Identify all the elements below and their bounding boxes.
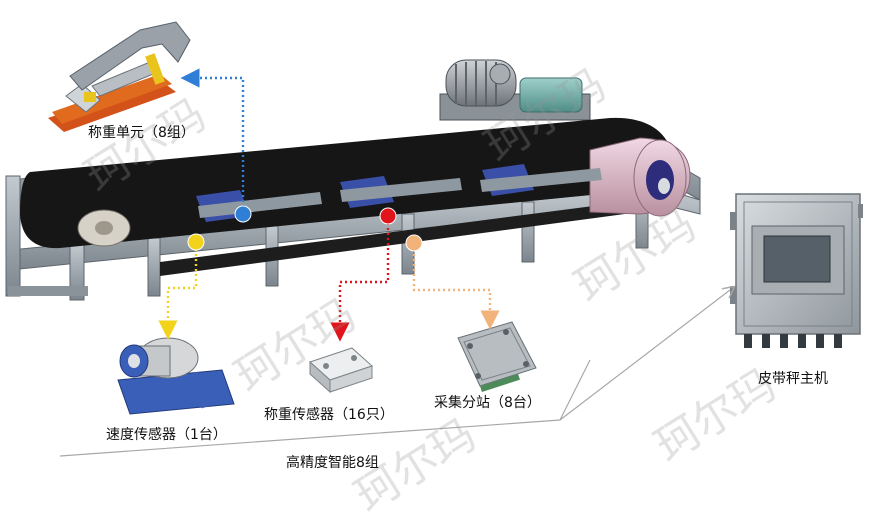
weighing-unit-label: 称重单元（8组）	[88, 125, 195, 141]
acquisition-station-label: 采集分站（8台）	[434, 395, 541, 411]
tail-pulley-icon	[77, 209, 131, 247]
speed-sensor-label: 速度传感器（1台）	[106, 427, 227, 443]
leader-station	[412, 244, 500, 330]
system-connection-lines	[59, 290, 730, 457]
leader-lines	[158, 68, 500, 342]
speed-sensor-icon	[117, 337, 235, 415]
load-cell-icon	[309, 347, 373, 394]
belt-scale-host-icon	[730, 193, 863, 348]
head-drum-icon	[589, 137, 691, 217]
leader-load-cell	[330, 218, 390, 342]
leader-speed-sensor	[158, 244, 198, 340]
motor-icon	[439, 59, 591, 121]
weighing-unit-icon	[48, 21, 191, 132]
belt-scale-diagram	[5, 21, 863, 457]
weighing-unit-marker	[234, 205, 252, 223]
belt-scale-host-label: 皮带秤主机	[758, 371, 828, 387]
sensor-markers	[187, 205, 423, 252]
system-caption: 高精度智能8组	[286, 455, 379, 471]
load-cell-marker	[379, 207, 397, 225]
acquisition-station-icon	[457, 321, 537, 393]
load-cell-label: 称重传感器（16只）	[264, 407, 394, 423]
speed-sensor-marker	[187, 233, 205, 251]
station-marker	[405, 234, 423, 252]
